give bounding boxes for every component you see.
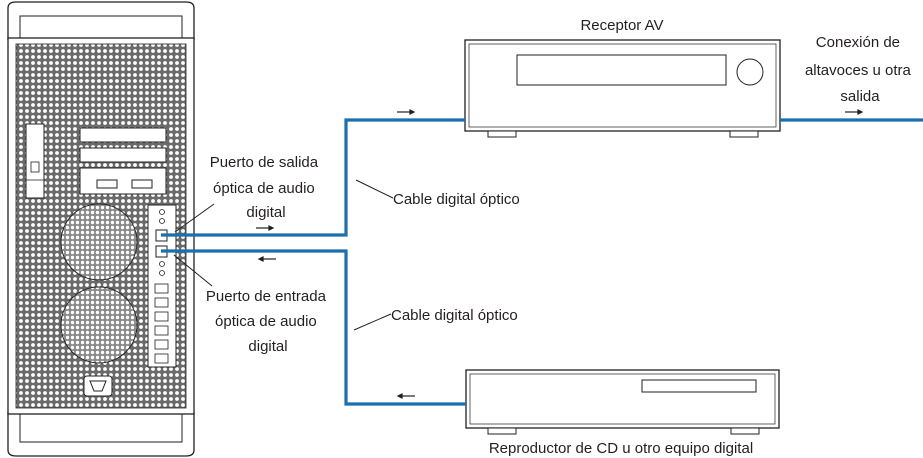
cd-tray <box>641 379 757 393</box>
signal-arrows <box>256 109 864 399</box>
receiver-label: Receptor AV <box>580 17 663 34</box>
optical-in-port-label: Puerto de entrada óptica de audio digita… <box>206 288 330 355</box>
cable-out-to-receiver <box>161 118 465 237</box>
front-fan-bottom <box>60 286 138 364</box>
av-receiver <box>464 39 781 138</box>
optical-out-port-label: Puerto de salida óptica de audio digital <box>210 154 323 221</box>
cable-bottom-label: Cable digital óptico <box>391 307 518 324</box>
tower-bottom-handle <box>7 412 195 457</box>
leader-lines <box>173 179 394 331</box>
tower-top-handle <box>7 1 195 40</box>
cd-player <box>465 369 780 435</box>
cd-player-label: Reproductor de CD u otro equipo digital <box>489 440 753 457</box>
receiver-display <box>516 54 727 86</box>
optical-cables <box>161 118 923 406</box>
cable-cd-to-in <box>161 249 466 406</box>
cable-top-label: Cable digital óptico <box>393 191 520 208</box>
front-fan-top <box>60 203 138 281</box>
receiver-knob <box>736 58 764 86</box>
mac-pro-tower <box>7 1 195 457</box>
speaker-output-label: Conexión de altavoces u otra salida <box>805 34 915 105</box>
